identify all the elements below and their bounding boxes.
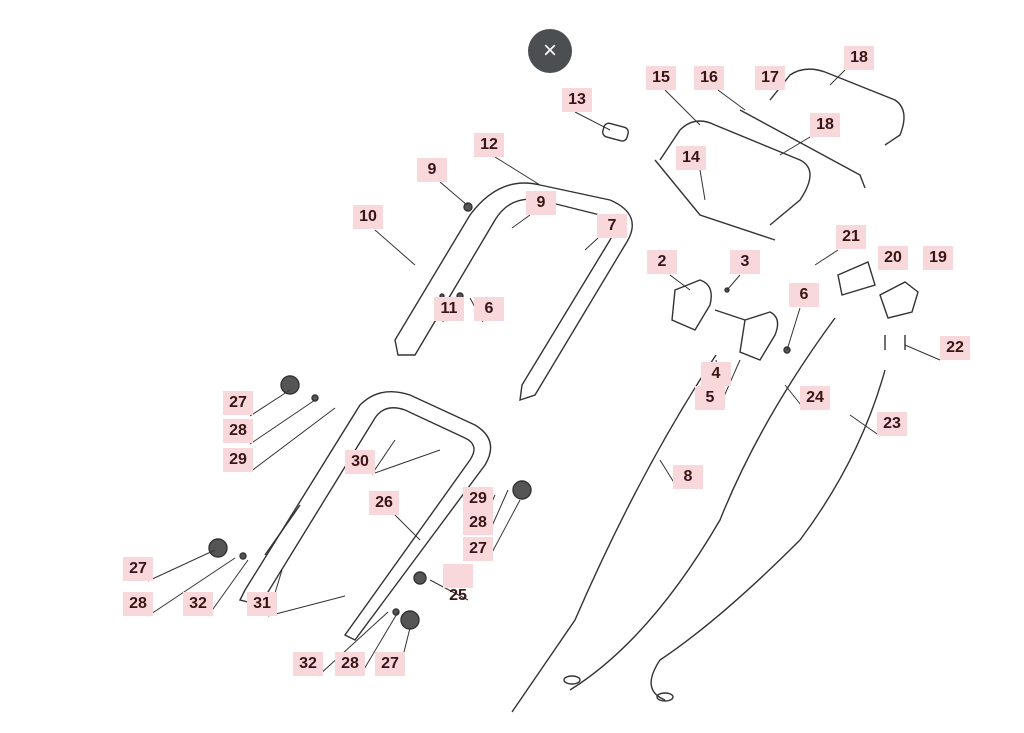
part-label: 27	[463, 537, 493, 561]
throttle-parts-19-20	[837, 261, 919, 350]
part-label: 5	[695, 386, 725, 410]
part-label: 29	[223, 448, 253, 472]
part-label: 23	[877, 412, 907, 436]
part-label: 22	[940, 336, 970, 360]
close-icon: ×	[542, 37, 557, 64]
knobs-and-fasteners	[208, 202, 791, 630]
bail-bar-parts-14-15	[654, 68, 905, 241]
part-label: 3	[730, 250, 760, 274]
part-label: 20	[878, 246, 908, 270]
part-label: 18	[844, 46, 874, 70]
part-label: 9	[526, 191, 556, 215]
part-label: 11	[434, 297, 464, 321]
part-label: 8	[673, 465, 703, 489]
part-label: 27	[123, 557, 153, 581]
part-label: 18	[810, 113, 840, 137]
part-label: 7	[597, 214, 627, 238]
part-label: 28	[335, 652, 365, 676]
part-label: 28	[123, 592, 153, 616]
part-label: 24	[800, 386, 830, 410]
part-label: 4	[701, 362, 731, 386]
switch-housing-parts-2-5	[671, 279, 779, 361]
part-label: 17	[755, 66, 785, 90]
part-label: 9	[417, 158, 447, 182]
part-label: 32	[183, 592, 213, 616]
part-label: 32	[293, 652, 323, 676]
close-button[interactable]: ×	[528, 29, 572, 73]
part-label: 21	[836, 225, 866, 249]
part-label: 30	[345, 450, 375, 474]
part-label: 28	[463, 511, 493, 535]
cables-8-23-24	[511, 317, 886, 713]
part-label: 25	[443, 564, 473, 608]
part-label: 31	[247, 592, 277, 616]
part-label: 10	[353, 205, 383, 229]
part-label: 14	[676, 146, 706, 170]
part-label: 26	[369, 491, 399, 515]
part-label: 16	[694, 66, 724, 90]
part-label: 28	[223, 419, 253, 443]
part-label: 27	[375, 652, 405, 676]
part-label: 19	[923, 246, 953, 270]
part-label: 2	[647, 250, 677, 274]
part-13-bracket	[602, 122, 629, 142]
part-label: 15	[646, 66, 676, 90]
upper-handle-part-12	[394, 182, 633, 402]
lower-handle-part-26	[238, 391, 492, 641]
leader-lines	[147, 69, 941, 677]
part-label: 13	[562, 88, 592, 112]
part-label: 12	[474, 133, 504, 157]
part-label: 6	[474, 297, 504, 321]
part-label: 27	[223, 391, 253, 415]
part-label: 6	[789, 283, 819, 307]
part-label: 29	[463, 487, 493, 511]
